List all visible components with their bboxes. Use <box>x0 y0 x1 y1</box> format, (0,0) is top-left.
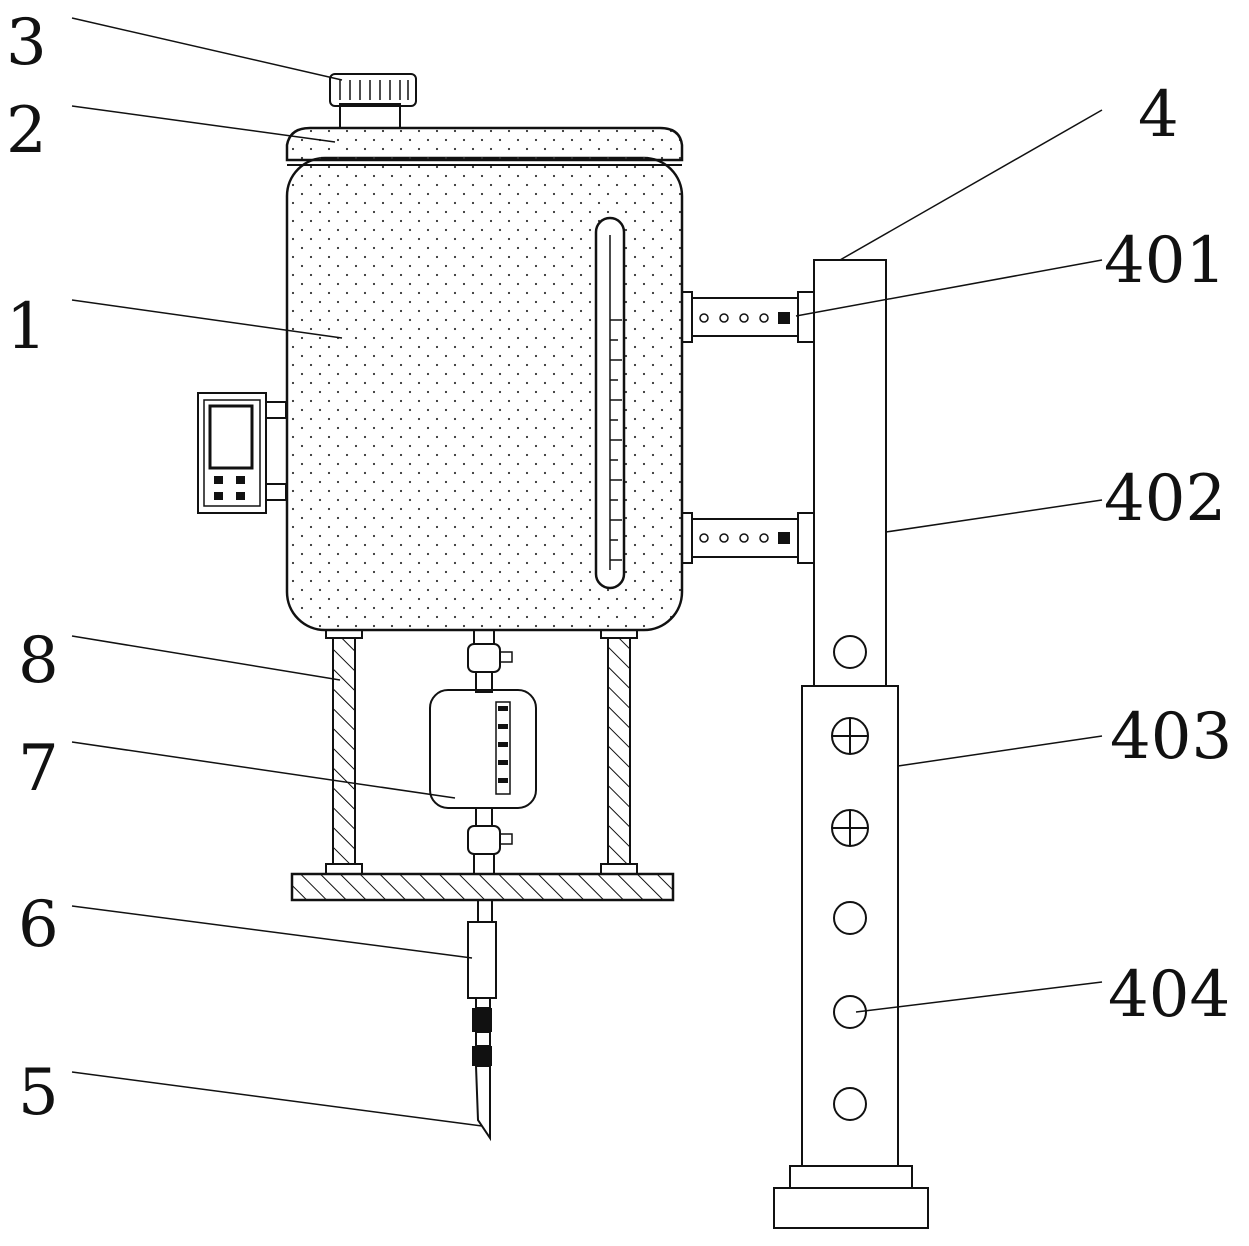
upper-post <box>813 259 887 687</box>
level-gauge <box>594 216 626 590</box>
label-8: 8 <box>18 624 59 698</box>
label-6: 6 <box>18 888 59 962</box>
foot-base <box>773 1165 929 1229</box>
tank-lid <box>285 126 684 166</box>
label-401: 401 <box>1104 224 1226 298</box>
base-plate <box>290 872 675 902</box>
label-4: 4 <box>1138 78 1179 152</box>
label-404: 404 <box>1108 958 1230 1032</box>
reference-labels: 3 2 1 8 7 6 5 4 401 402 403 404 <box>6 6 1232 1130</box>
label-2: 2 <box>6 94 47 168</box>
support-legs <box>325 629 638 875</box>
filler-cap <box>329 73 417 129</box>
label-5: 5 <box>18 1056 59 1130</box>
label-7: 7 <box>18 732 59 806</box>
clamp-brackets <box>681 291 815 564</box>
label-1: 1 <box>6 290 47 364</box>
label-3: 3 <box>6 6 47 80</box>
lower-sleeve <box>801 685 899 1167</box>
outlet-pipe <box>467 899 497 1142</box>
control-panel <box>197 392 287 514</box>
label-403: 403 <box>1110 700 1232 774</box>
leader-lines <box>71 17 1103 1127</box>
label-402: 402 <box>1104 462 1226 536</box>
flow-meter <box>429 629 537 875</box>
